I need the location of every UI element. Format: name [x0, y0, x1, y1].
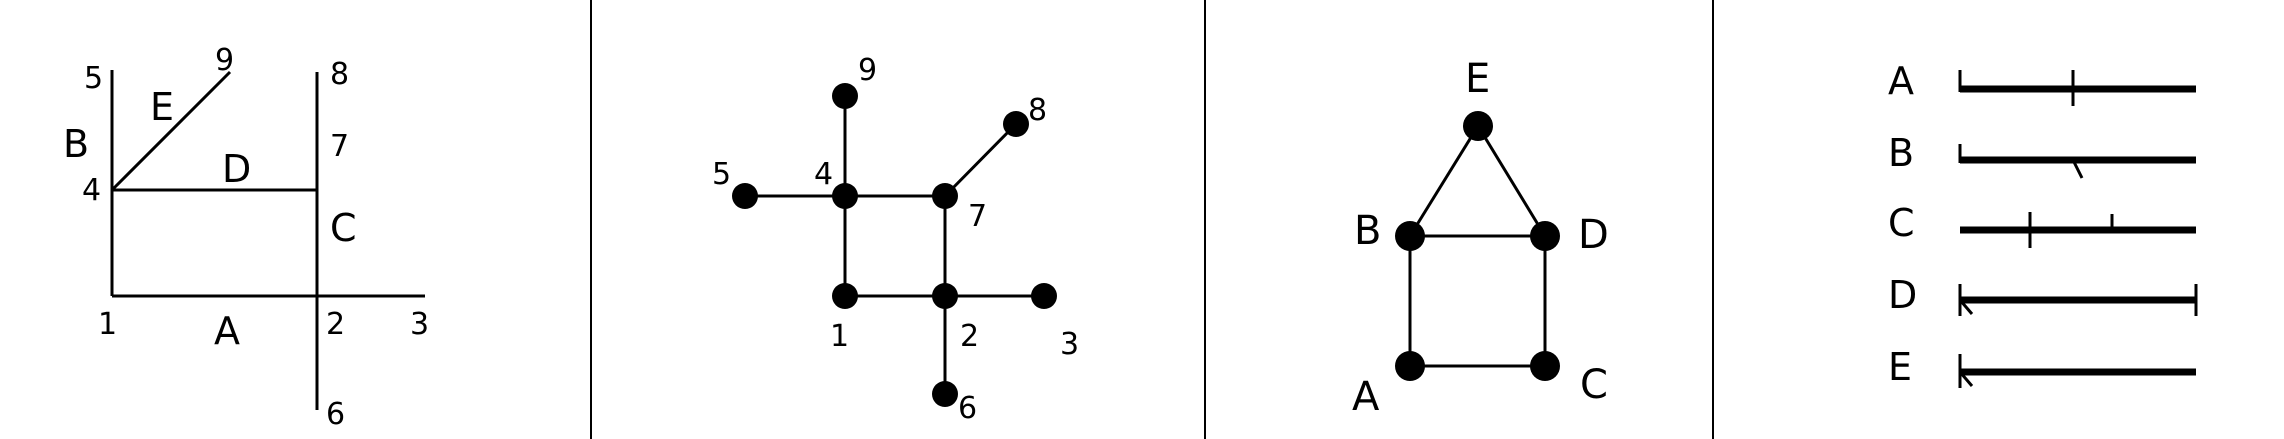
junction-label-4: 4: [82, 173, 101, 208]
junction-label-3: 3: [410, 307, 429, 342]
lettered-graph-diagram: A B C D E: [1352, 56, 1609, 420]
vertex-8: [1003, 111, 1029, 137]
panel-divider-1: [590, 0, 592, 439]
vertex-label-4: 4: [814, 157, 833, 192]
vertex-label-3: 3: [1060, 327, 1079, 362]
panel-divider-2: [1204, 0, 1206, 439]
line-rows-diagram: A B C D E: [1888, 59, 2198, 389]
segment-label-e: E: [150, 85, 174, 129]
vertex-label-9: 9: [858, 53, 877, 88]
row-label-a: A: [1888, 59, 1914, 103]
row-b-line: [1958, 144, 2196, 179]
segment-label-a: A: [214, 309, 240, 353]
vertex-label-e: E: [1465, 56, 1490, 102]
street-layout-diagram: 1 2 3 4 5 6 7 8 9 A B C D E: [63, 43, 429, 432]
junction-label-8: 8: [330, 57, 349, 92]
row-d-line: [1958, 284, 2198, 316]
panel-street-layout: 1 2 3 4 5 6 7 8 9 A B C D E: [0, 0, 590, 439]
segment-label-c: C: [330, 206, 357, 250]
edge-e-b: [1408, 125, 1480, 237]
vertex-label-2: 2: [960, 319, 979, 354]
edge-7-8: [943, 122, 1018, 198]
row-e-line: [1958, 354, 2196, 388]
vertex-label-6: 6: [958, 391, 977, 426]
junction-label-2: 2: [326, 307, 345, 342]
vertex-label-c: C: [1580, 362, 1608, 408]
vertex-1: [832, 283, 858, 309]
row-a-line: [1958, 70, 2196, 106]
vertex-label-1: 1: [830, 319, 849, 354]
vertex-2: [932, 283, 958, 309]
vertex-7: [932, 183, 958, 209]
vertex-c: [1530, 351, 1560, 381]
junction-label-1: 1: [98, 307, 117, 342]
vertex-label-5: 5: [712, 157, 731, 192]
junction-label-7: 7: [330, 129, 349, 164]
vertex-6: [932, 381, 958, 407]
row-label-b: B: [1888, 131, 1914, 175]
vertex-3: [1031, 283, 1057, 309]
junction-label-6: 6: [326, 397, 345, 432]
vertex-label-8: 8: [1028, 93, 1047, 128]
vertex-label-7: 7: [968, 199, 987, 234]
row-label-d: D: [1888, 273, 1917, 317]
vertex-b: [1395, 221, 1425, 251]
junction-label-9: 9: [215, 43, 234, 78]
panel-line-rows: A B C D E: [1714, 0, 2284, 439]
vertex-a: [1395, 351, 1425, 381]
vertex-label-d: D: [1578, 212, 1609, 258]
row-c-line: [1960, 212, 2196, 248]
vertex-label-b: B: [1354, 208, 1381, 254]
vertex-e: [1463, 111, 1493, 141]
numbered-graph-diagram: 1 2 3 4 5 6 7 8 9: [712, 53, 1079, 426]
vertex-4: [832, 183, 858, 209]
vertex-label-a: A: [1352, 374, 1380, 420]
segment-e-line: [110, 70, 232, 192]
row-label-c: C: [1888, 201, 1915, 245]
row-label-e: E: [1888, 345, 1912, 389]
edge-e-d: [1476, 125, 1547, 237]
vertex-9: [832, 83, 858, 109]
junction-label-5: 5: [84, 61, 103, 96]
vertex-d: [1530, 221, 1560, 251]
segment-label-b: B: [63, 122, 89, 166]
panel-divider-3: [1712, 0, 1714, 439]
vertex-5: [732, 183, 758, 209]
segment-label-d: D: [222, 147, 251, 191]
panel-numbered-graph: 1 2 3 4 5 6 7 8 9: [592, 0, 1204, 439]
panel-lettered-graph: A B C D E: [1206, 0, 1712, 439]
